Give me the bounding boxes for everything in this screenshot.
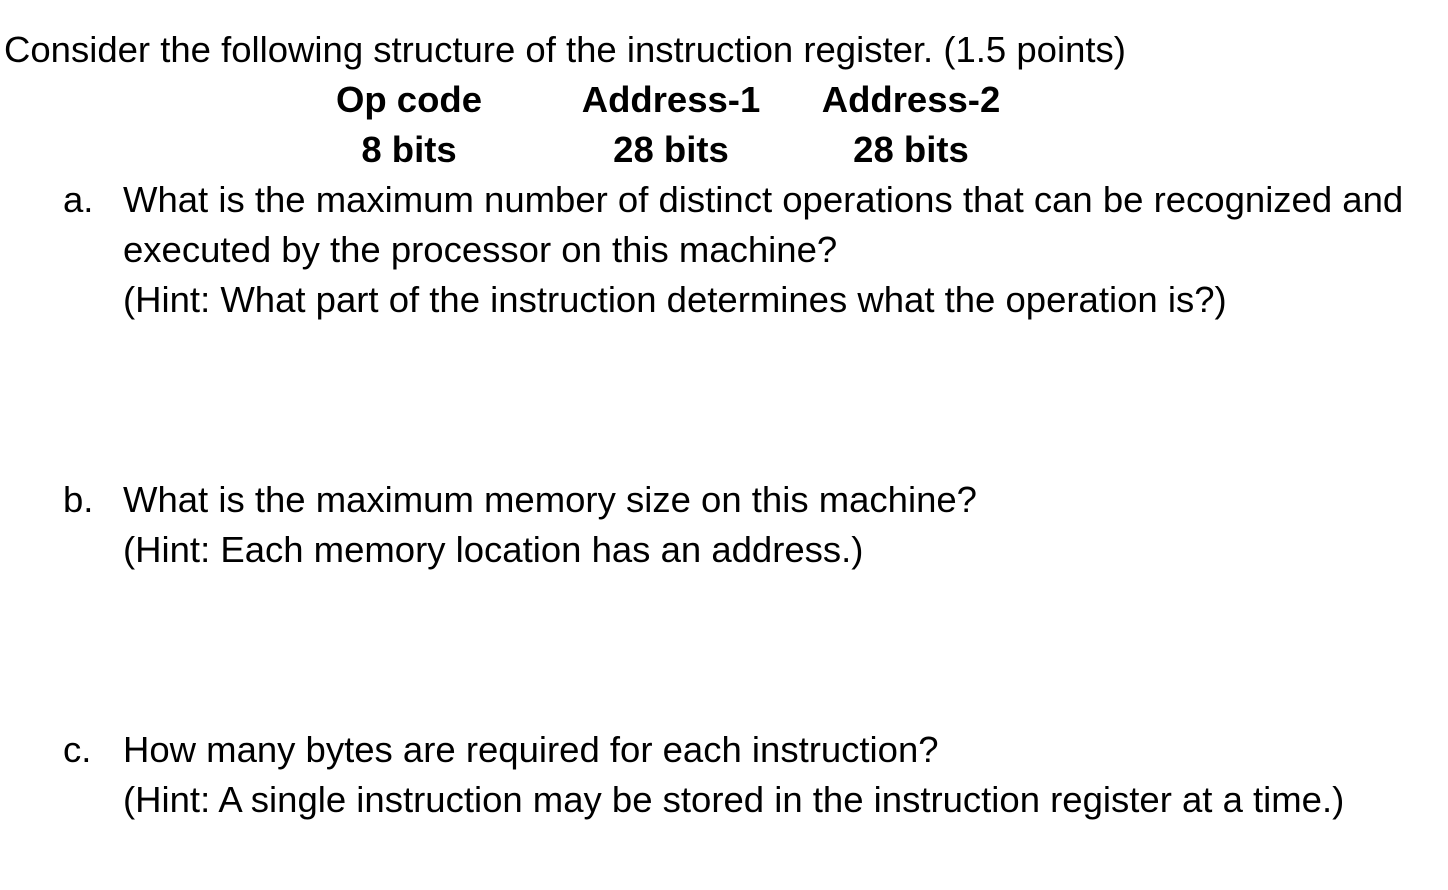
register-field-address1-header: Address-1 (581, 79, 761, 120)
question-item-a: a. What is the maximum number of distinc… (0, 175, 1448, 325)
question-c-hint-text: (Hint: A single instruction may be store… (123, 779, 1345, 820)
question-a-line-2: executed by the processor on this machin… (0, 225, 1448, 275)
answer-space-a (0, 325, 1448, 475)
question-a-text-line-1: What is the maximum number of distinct o… (123, 179, 1404, 220)
question-item-c: c. How many bytes are required for each … (0, 725, 1448, 825)
question-item-b: b. What is the maximum memory size on th… (0, 475, 1448, 575)
register-field-address1-bits: 28 bits (613, 129, 729, 170)
question-a-line-1: a. What is the maximum number of distinc… (0, 175, 1448, 225)
register-field-opcode-header: Op code (335, 79, 483, 120)
question-a-hint-line: (Hint: What part of the instruction dete… (0, 275, 1448, 325)
question-c-text-line-1: How many bytes are required for each ins… (123, 729, 939, 770)
question-c-marker: c. (63, 729, 92, 770)
question-a-hint-text: (Hint: What part of the instruction dete… (123, 279, 1227, 320)
question-b-text-line-1: What is the maximum memory size on this … (123, 479, 977, 520)
register-structure-header-row: Op code Address-1 Address-2 (0, 75, 1448, 125)
question-b-marker: b. (63, 479, 94, 520)
question-b-hint-text: (Hint: Each memory location has an addre… (123, 529, 864, 570)
question-a-marker: a. (63, 179, 94, 220)
question-b-hint-line: (Hint: Each memory location has an addre… (0, 525, 1448, 575)
register-field-address2-header: Address-2 (821, 79, 1001, 120)
register-structure-bits-row: 8 bits 28 bits 28 bits (0, 125, 1448, 175)
question-b-line-1: b. What is the maximum memory size on th… (0, 475, 1448, 525)
page-title: Consider the following structure of the … (4, 29, 1126, 70)
register-field-address2-bits: 28 bits (853, 129, 969, 170)
question-c-line-1: c. How many bytes are required for each … (0, 725, 1448, 775)
question-a-text-line-2: executed by the processor on this machin… (123, 229, 838, 270)
register-field-opcode-bits: 8 bits (361, 129, 457, 170)
question-c-hint-line: (Hint: A single instruction may be store… (0, 775, 1448, 825)
answer-space-b (0, 575, 1448, 725)
